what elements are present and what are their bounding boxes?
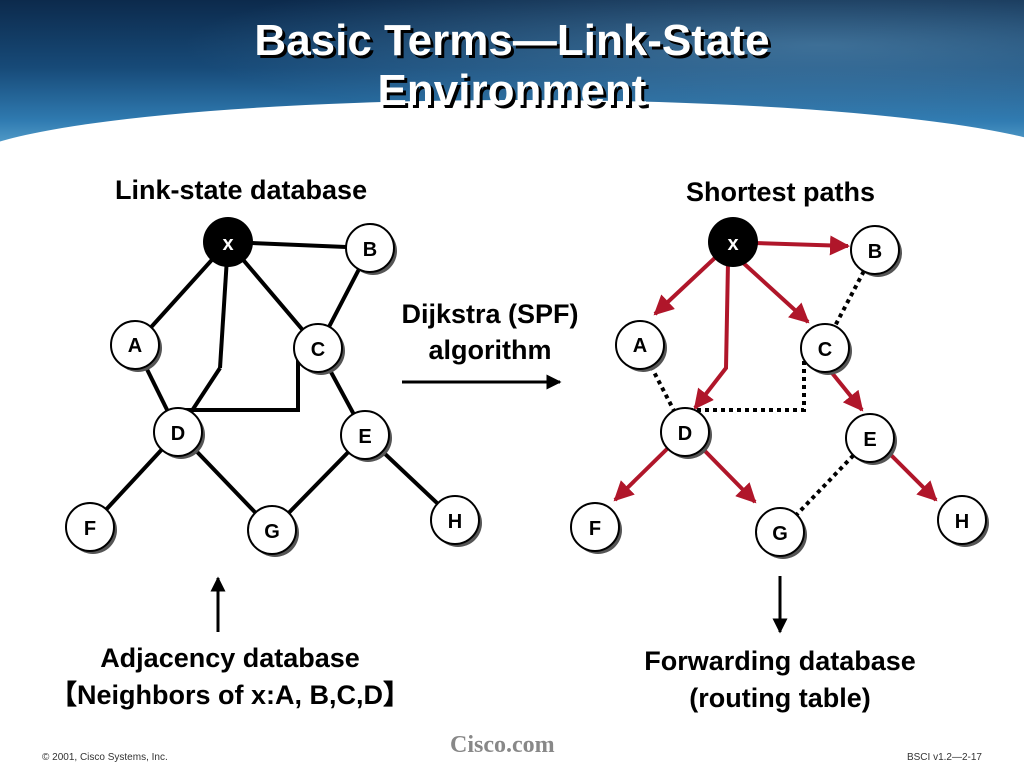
- node-f-right: F: [570, 502, 622, 554]
- node-a-left: A: [110, 320, 162, 372]
- node-label: B: [868, 241, 882, 263]
- node-label: H: [448, 511, 462, 533]
- node-h-left: H: [430, 495, 482, 547]
- path-d-g: [700, 446, 757, 504]
- node-e-right: E: [845, 413, 897, 465]
- node-c-right: C: [800, 323, 852, 375]
- dotted-e-g: [778, 436, 872, 534]
- node-a-right: A: [615, 320, 667, 372]
- node-x-right: x: [708, 217, 758, 267]
- node-f-left: F: [65, 502, 117, 554]
- left-heading: Link-state database: [115, 175, 368, 205]
- cisco-logo: Cisco.com: [450, 732, 555, 758]
- node-label: B: [363, 239, 377, 261]
- node-label: A: [633, 335, 647, 357]
- node-label: E: [358, 426, 371, 448]
- node-label: G: [772, 523, 788, 545]
- path-x-d: [693, 261, 730, 410]
- node-d-left: D: [153, 407, 205, 459]
- adjacency-caption: Adjacency database 【Neighbors of x:A, B,…: [20, 640, 440, 714]
- node-label: C: [311, 339, 325, 361]
- node-label: D: [171, 423, 185, 445]
- node-b-left: B: [345, 223, 397, 275]
- path-x-c: [738, 258, 810, 324]
- slide-code: BSCI v1.2—2-17: [906, 752, 982, 763]
- adjacency-caption-line-2: 【Neighbors of x:A, B,C,D】: [49, 680, 410, 710]
- adjacency-caption-line-1: Adjacency database: [100, 643, 360, 673]
- path-c-e: [826, 366, 864, 412]
- forwarding-caption-line-1: Forwarding database: [644, 646, 916, 676]
- slide-title: Basic Terms—Link-State Environment: [0, 16, 1024, 116]
- title-line-2: Environment: [377, 66, 647, 115]
- node-label: C: [818, 339, 832, 361]
- dotted-c-d: [685, 345, 806, 412]
- title-line-1: Basic Terms—Link-State: [254, 16, 770, 65]
- node-label: x: [222, 233, 233, 255]
- node-label: A: [128, 335, 142, 357]
- node-label: F: [84, 518, 96, 540]
- node-label: F: [589, 518, 601, 540]
- node-label: x: [727, 233, 738, 255]
- algorithm-label: Dijkstra (SPF) algorithm: [380, 296, 600, 368]
- node-label: D: [678, 423, 692, 445]
- node-b-right: B: [850, 225, 902, 277]
- path-x-a: [653, 253, 720, 316]
- node-label: H: [955, 511, 969, 533]
- link-c-d: [178, 345, 300, 412]
- header-banner: [0, 0, 1024, 150]
- path-x-b: [753, 235, 850, 256]
- copyright-text: © 2001, Cisco Systems, Inc.: [42, 752, 168, 763]
- forwarding-caption: Forwarding database (routing table): [580, 643, 980, 717]
- right-graph-paths: [613, 235, 938, 504]
- path-d-f: [613, 446, 670, 502]
- left-nodes: x B A C D E F G H: [65, 217, 482, 557]
- node-x-left: x: [203, 217, 253, 267]
- algorithm-line-1: Dijkstra (SPF): [401, 299, 579, 329]
- node-label: E: [863, 429, 876, 451]
- right-nodes: x B A C D E F G H: [570, 217, 989, 559]
- right-heading: Shortest paths: [686, 177, 876, 207]
- path-e-h: [886, 450, 938, 502]
- algorithm-line-2: algorithm: [428, 335, 552, 365]
- node-d-right: D: [660, 407, 712, 459]
- node-label: G: [264, 521, 280, 543]
- left-graph: [88, 240, 457, 532]
- node-e-left: E: [340, 410, 392, 462]
- node-g-left: G: [247, 505, 299, 557]
- forwarding-caption-line-2: (routing table): [689, 683, 871, 713]
- node-h-right: H: [937, 495, 989, 547]
- node-c-left: C: [293, 323, 345, 375]
- node-g-right: G: [755, 507, 807, 559]
